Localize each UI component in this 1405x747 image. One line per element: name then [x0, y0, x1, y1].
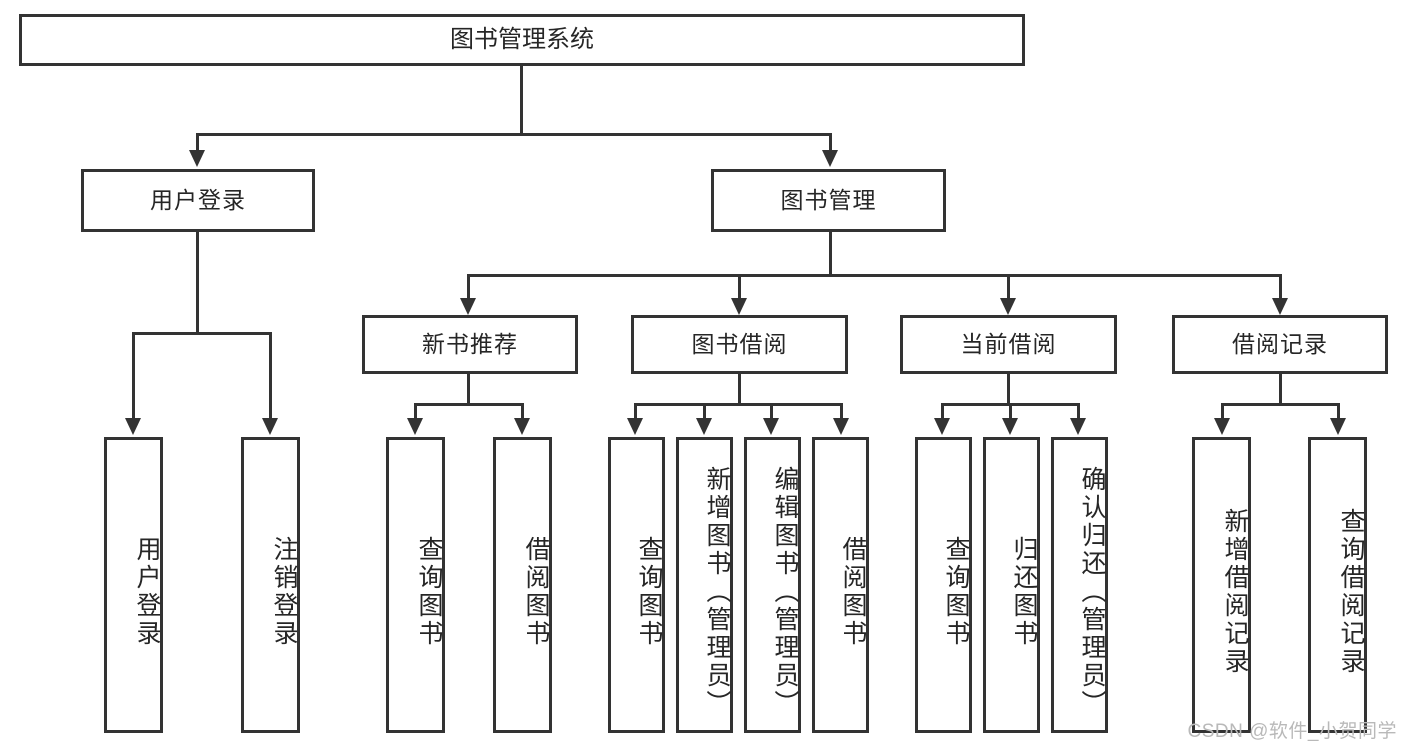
arrowhead-user-login — [189, 150, 205, 167]
arrowhead-new-book — [460, 298, 476, 315]
connector-drop-cb-leaf-3 — [1077, 403, 1080, 420]
connector-drop-leaf-user-login — [132, 332, 135, 420]
connector-cb-stem — [1007, 374, 1010, 406]
node-label: 查询图书 — [942, 536, 970, 648]
arrowhead-book-manage — [822, 150, 838, 167]
connector-bb-bus — [634, 403, 843, 406]
connector-drop-br-leaf-2 — [1337, 403, 1340, 420]
leaf-add-borrow-record[interactable]: 新增借阅记录 — [1192, 437, 1251, 733]
node-label: 确认归还（管理员） — [1078, 466, 1106, 718]
connector-drop-cb-leaf-2 — [1009, 403, 1012, 420]
connector-root-bus — [196, 133, 832, 136]
node-label: 查询图书 — [635, 536, 663, 648]
connector-user-login-stem — [196, 232, 199, 335]
connector-drop-nb-leaf-2 — [521, 403, 524, 420]
connector-drop-book-manage — [829, 133, 832, 153]
arrowhead-leaf-logout — [262, 418, 278, 435]
node-label: 查询图书 — [415, 536, 443, 648]
connector-drop-bb-leaf-3 — [770, 403, 773, 420]
arrowhead-br-leaf-2 — [1330, 418, 1346, 435]
arrowhead-cb-leaf-2 — [1002, 418, 1018, 435]
connector-root-stem — [520, 66, 523, 136]
connector-drop-bb-leaf-1 — [634, 403, 637, 420]
connector-drop-current-borrow — [1007, 274, 1010, 301]
node-label: 用户登录 — [133, 536, 161, 648]
node-label: 注销登录 — [270, 536, 298, 648]
connector-drop-new-book — [467, 274, 470, 301]
arrowhead-br-leaf-1 — [1214, 418, 1230, 435]
node-label: 图书借阅 — [691, 331, 788, 358]
arrowhead-nb-leaf-1 — [407, 418, 423, 435]
leaf-confirm-return-admin[interactable]: 确认归还（管理员） — [1051, 437, 1108, 733]
leaf-add-book-admin[interactable]: 新增图书（管理员） — [676, 437, 733, 733]
leaf-logout[interactable]: 注销登录 — [241, 437, 300, 733]
node-label: 编辑图书（管理员） — [771, 466, 799, 718]
node-label: 归还图书 — [1010, 536, 1038, 648]
node-label: 新增借阅记录 — [1221, 508, 1249, 676]
leaf-query-book-current[interactable]: 查询图书 — [915, 437, 972, 733]
arrowhead-book-borrow — [731, 298, 747, 315]
leaf-query-borrow-record[interactable]: 查询借阅记录 — [1308, 437, 1367, 733]
connector-br-stem — [1279, 374, 1282, 406]
connector-book-manage-stem — [829, 232, 832, 277]
arrowhead-borrow-record — [1272, 298, 1288, 315]
arrowhead-cb-leaf-1 — [934, 418, 950, 435]
leaf-borrow-book-recommend[interactable]: 借阅图书 — [493, 437, 552, 733]
leaf-borrow-book[interactable]: 借阅图书 — [812, 437, 869, 733]
node-label: 借阅图书 — [522, 536, 550, 648]
node-root-system[interactable]: 图书管理系统 — [19, 14, 1025, 66]
node-label: 当前借阅 — [960, 331, 1057, 358]
connector-drop-nb-leaf-1 — [414, 403, 417, 420]
node-label: 借阅图书 — [839, 536, 867, 648]
connector-bb-stem — [738, 374, 741, 406]
connector-new-book-bus — [414, 403, 524, 406]
connector-br-bus — [1221, 403, 1340, 406]
connector-drop-br-leaf-1 — [1221, 403, 1224, 420]
connector-drop-book-borrow — [738, 274, 741, 301]
node-user-login[interactable]: 用户登录 — [81, 169, 315, 232]
node-label: 新增图书（管理员） — [703, 466, 731, 718]
connector-drop-bb-leaf-2 — [703, 403, 706, 420]
arrowhead-leaf-user-login — [125, 418, 141, 435]
leaf-user-login[interactable]: 用户登录 — [104, 437, 163, 733]
connector-drop-leaf-logout — [269, 332, 272, 420]
leaf-query-book-borrow[interactable]: 查询图书 — [608, 437, 665, 733]
node-book-borrow[interactable]: 图书借阅 — [631, 315, 848, 374]
csdn-watermark: CSDN @软件_小贺同学 — [1187, 721, 1397, 742]
arrowhead-bb-leaf-2 — [696, 418, 712, 435]
connector-user-login-bus — [132, 332, 271, 335]
node-label: 查询借阅记录 — [1337, 508, 1365, 676]
arrowhead-bb-leaf-1 — [627, 418, 643, 435]
connector-book-manage-bus — [467, 274, 1279, 277]
connector-new-book-stem — [467, 374, 470, 406]
arrowhead-nb-leaf-2 — [514, 418, 530, 435]
node-current-borrow[interactable]: 当前借阅 — [900, 315, 1117, 374]
arrowhead-bb-leaf-3 — [763, 418, 779, 435]
leaf-edit-book-admin[interactable]: 编辑图书（管理员） — [744, 437, 801, 733]
node-borrow-record[interactable]: 借阅记录 — [1172, 315, 1388, 374]
arrowhead-cb-leaf-3 — [1070, 418, 1086, 435]
node-label: 借阅记录 — [1232, 331, 1328, 358]
node-label: 图书管理系统 — [450, 26, 594, 54]
node-label: 新书推荐 — [422, 331, 518, 358]
node-label: 图书管理 — [780, 187, 877, 214]
leaf-return-book[interactable]: 归还图书 — [983, 437, 1040, 733]
node-new-book-recommend[interactable]: 新书推荐 — [362, 315, 578, 374]
node-label: 用户登录 — [150, 187, 246, 214]
connector-drop-user-login — [196, 133, 199, 153]
connector-drop-borrow-record — [1279, 274, 1282, 301]
node-book-manage[interactable]: 图书管理 — [711, 169, 946, 232]
leaf-query-book-recommend[interactable]: 查询图书 — [386, 437, 445, 733]
arrowhead-current-borrow — [1000, 298, 1016, 315]
connector-drop-cb-leaf-1 — [941, 403, 944, 420]
connector-drop-bb-leaf-4 — [840, 403, 843, 420]
arrowhead-bb-leaf-4 — [833, 418, 849, 435]
